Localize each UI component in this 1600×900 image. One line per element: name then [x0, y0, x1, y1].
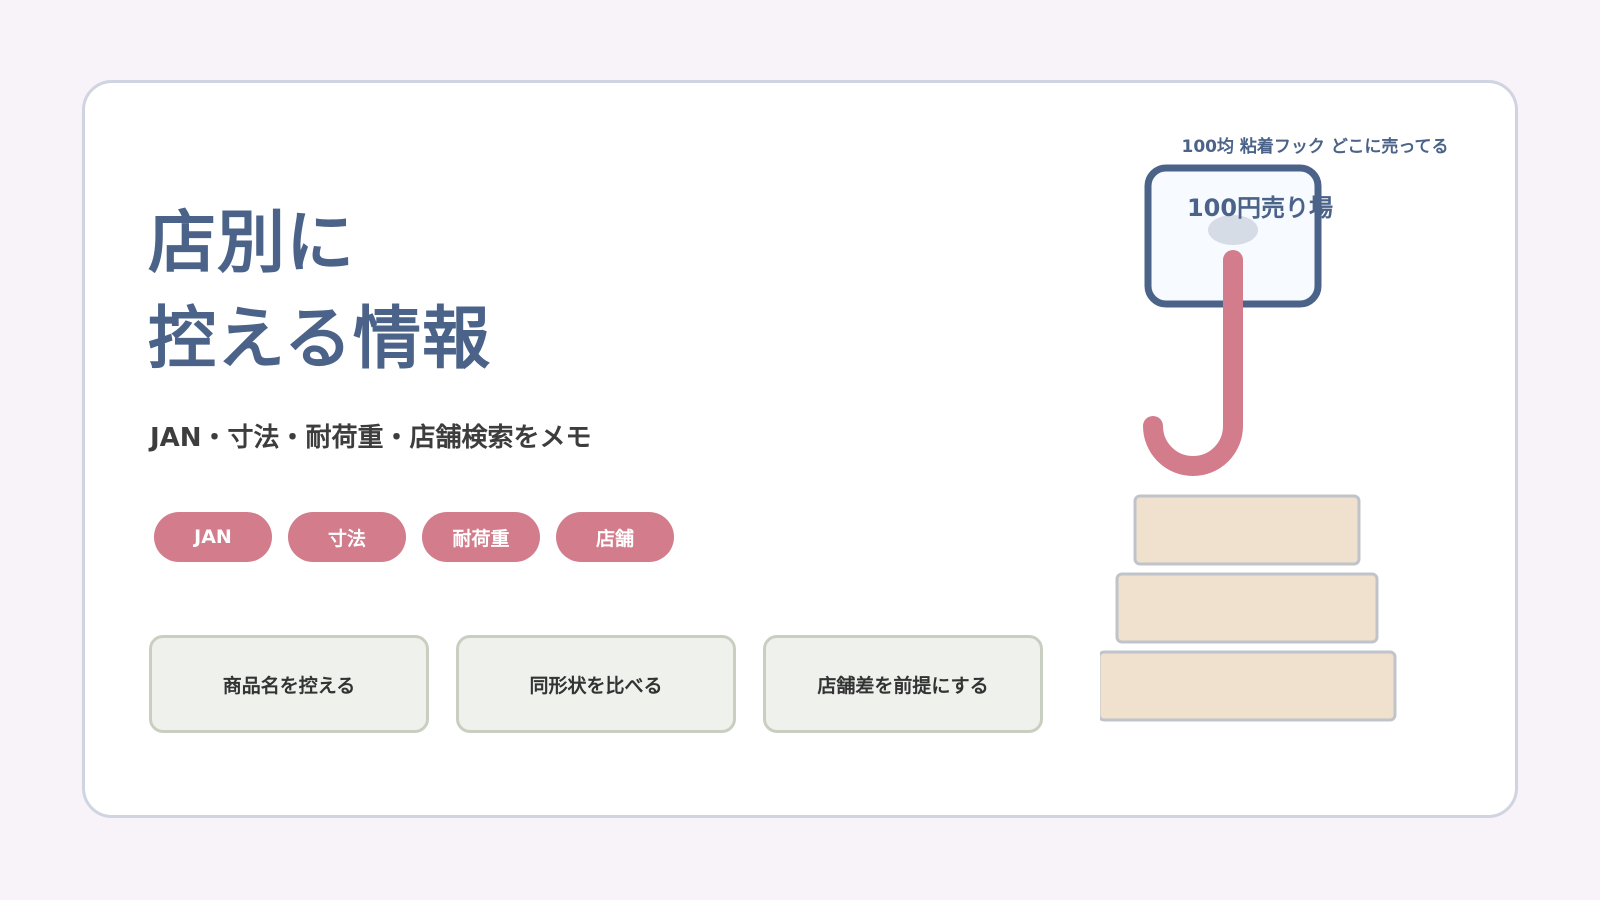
box-bottom: [1100, 650, 1397, 722]
hook-icon: [1143, 250, 1243, 476]
tag-jan[interactable]: JAN: [154, 512, 272, 562]
box-middle: [1115, 572, 1379, 644]
store-difference-button[interactable]: 店舗差を前提にする: [763, 635, 1043, 733]
illustration-caption: 100均 粘着フック どこに売ってる: [1181, 137, 1449, 157]
page-title-line-1: 店別に: [148, 204, 356, 283]
page-title-line-2: 控える情報: [148, 300, 491, 379]
action-list: 商品名を控える 同形状を比べる 店舗差を前提にする: [149, 635, 1043, 733]
compare-shapes-button[interactable]: 同形状を比べる: [456, 635, 736, 733]
adhesive-pad-icon: [1208, 215, 1258, 245]
tag-store[interactable]: 店舗: [556, 512, 674, 562]
tag-list: JAN 寸法 耐荷重 店舗: [154, 512, 674, 562]
sign-label: 100円売り場: [1186, 194, 1334, 222]
record-product-name-button[interactable]: 商品名を控える: [149, 635, 429, 733]
tag-dimensions[interactable]: 寸法: [288, 512, 406, 562]
tag-load-capacity[interactable]: 耐荷重: [422, 512, 540, 562]
hook-illustration: [1100, 164, 1397, 722]
box-top: [1133, 494, 1361, 566]
page-title: 店別に 控える情報: [148, 196, 491, 388]
subtitle: JAN・寸法・耐荷重・店舗検索をメモ: [150, 423, 592, 453]
